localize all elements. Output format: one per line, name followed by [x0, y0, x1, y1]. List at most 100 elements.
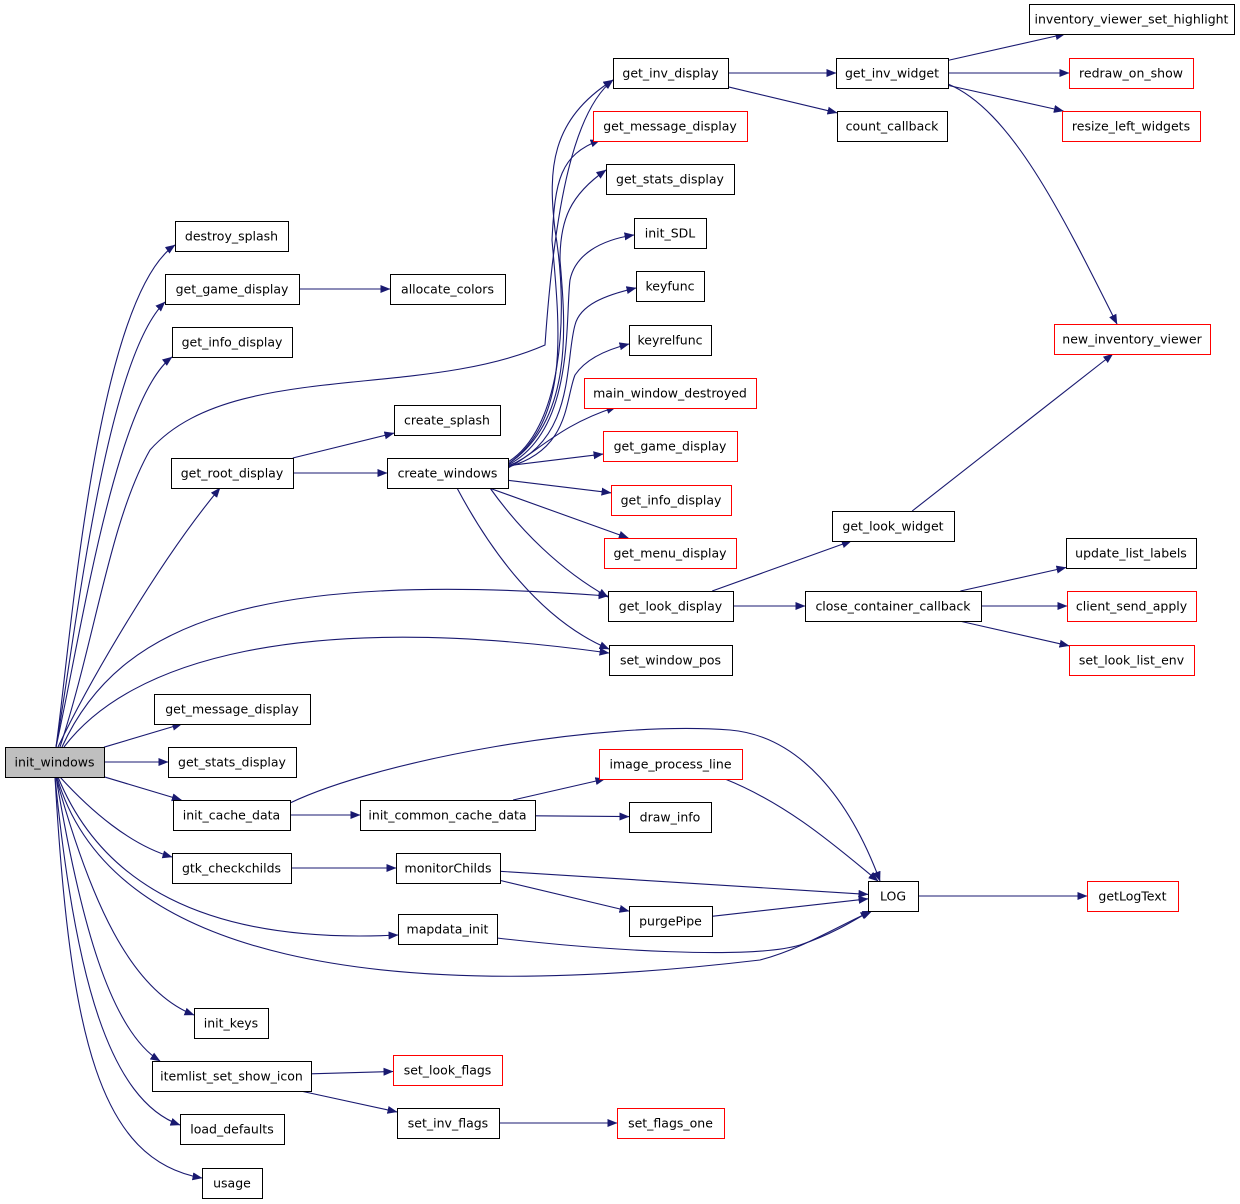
node-label: keyrelfunc	[637, 333, 702, 348]
node-get-stats-display-l[interactable]: get_stats_display	[168, 747, 297, 778]
node-resize-left-widgets[interactable]: resize_left_widgets	[1062, 111, 1201, 142]
node-label: resize_left_widgets	[1072, 119, 1190, 134]
node-label: destroy_splash	[185, 229, 278, 244]
node-get-game-display-l[interactable]: get_game_display	[165, 274, 300, 305]
node-box	[1062, 111, 1201, 142]
node-box	[180, 1114, 285, 1145]
node-image-process-line[interactable]: image_process_line	[599, 749, 743, 780]
node-set-inv-flags[interactable]: set_inv_flags	[397, 1108, 500, 1139]
node-gtk-checkchilds[interactable]: gtk_checkchilds	[172, 853, 292, 884]
edge-close-container-callback-to-set-look-list-env	[959, 620, 1070, 648]
node-box	[599, 749, 743, 780]
node-set-flags-one[interactable]: set_flags_one	[617, 1108, 725, 1139]
node-label: set_look_flags	[404, 1063, 492, 1078]
node-new-inventory-viewer[interactable]: new_inventory_viewer	[1054, 324, 1211, 355]
node-label: get_stats_display	[616, 172, 725, 187]
node-get-menu-display[interactable]: get_menu_display	[604, 538, 737, 569]
edge-init-cache-data-to-LOG	[289, 727, 881, 882]
node-label: update_list_labels	[1075, 546, 1187, 561]
node-monitorChilds[interactable]: monitorChilds	[396, 853, 501, 884]
node-label: get_info_display	[182, 335, 283, 350]
node-redraw-on-show[interactable]: redraw_on_show	[1069, 58, 1194, 89]
node-box	[629, 802, 712, 833]
node-set-window-pos[interactable]: set_window_pos	[609, 645, 733, 676]
node-label: get_root_display	[181, 466, 284, 481]
edge-init-windows-to-get-root-display	[57, 487, 221, 748]
node-init-windows[interactable]: init_windows	[5, 747, 105, 778]
edge-create-windows-to-get-look-display	[489, 487, 609, 598]
node-get-message-display-r[interactable]: get_message_display	[593, 111, 748, 142]
node-label: create_windows	[398, 466, 498, 481]
node-get-inv-widget[interactable]: get_inv_widget	[836, 58, 949, 89]
node-box	[387, 458, 509, 489]
node-keyfunc[interactable]: keyfunc	[636, 271, 705, 302]
node-purgePipe[interactable]: purgePipe	[629, 906, 713, 937]
edge-init-windows-to-get-info-display-l	[55, 356, 173, 748]
node-box	[636, 271, 705, 302]
node-box	[593, 111, 748, 142]
node-get-info-display-r[interactable]: get_info_display	[611, 485, 732, 516]
node-label: get_inv_display	[622, 66, 719, 81]
node-box	[603, 431, 738, 462]
node-LOG[interactable]: LOG	[868, 881, 919, 912]
node-get-message-display-l[interactable]: get_message_display	[154, 694, 311, 725]
node-itemlist-set-show-icon[interactable]: itemlist_set_show_icon	[152, 1061, 312, 1092]
edge-create-windows-to-main-window-destroyed	[507, 406, 617, 469]
node-get-game-display-r[interactable]: get_game_display	[603, 431, 738, 462]
node-get-inv-display[interactable]: get_inv_display	[613, 58, 729, 89]
edge-close-container-callback-to-update-list-labels	[960, 565, 1067, 592]
node-getLogText[interactable]: getLogText	[1087, 881, 1179, 912]
edge-create-windows-to-keyrelfunc	[507, 342, 630, 468]
node-get-root-display[interactable]: get_root_display	[171, 458, 294, 489]
node-box	[805, 591, 982, 622]
node-init-keys[interactable]: init_keys	[194, 1008, 269, 1039]
node-label: close_container_callback	[815, 599, 971, 614]
node-box	[1066, 538, 1197, 569]
node-box	[1087, 881, 1179, 912]
node-box	[608, 591, 734, 622]
node-create-splash[interactable]: create_splash	[394, 405, 501, 436]
node-init-cache-data[interactable]: init_cache_data	[173, 800, 291, 831]
node-mapdata-init[interactable]: mapdata_init	[398, 914, 498, 945]
node-update-list-labels[interactable]: update_list_labels	[1066, 538, 1197, 569]
edge-init-windows-to-init-cache-data	[103, 776, 182, 802]
node-box	[390, 274, 506, 305]
node-init-SDL[interactable]: init_SDL	[634, 218, 707, 249]
node-box	[868, 881, 919, 912]
node-label: get_inv_widget	[845, 66, 939, 81]
node-destroy-splash[interactable]: destroy_splash	[175, 221, 289, 252]
node-keyrelfunc[interactable]: keyrelfunc	[629, 325, 712, 356]
node-usage[interactable]: usage	[202, 1168, 263, 1199]
node-box	[173, 800, 291, 831]
edge-init-common-cache-data-to-draw-info	[534, 812, 630, 821]
node-label: gtk_checkchilds	[182, 861, 281, 876]
node-box	[194, 1008, 269, 1039]
node-close-container-callback[interactable]: close_container_callback	[805, 591, 982, 622]
node-init-common-cache-data[interactable]: init_common_cache_data	[360, 800, 536, 831]
node-client-send-apply[interactable]: client_send_apply	[1067, 591, 1197, 622]
node-get-info-display-l[interactable]: get_info_display	[172, 327, 293, 358]
node-draw-info[interactable]: draw_info	[629, 802, 712, 833]
edge-create-windows-to-get-game-display-r	[507, 451, 604, 467]
node-get-stats-display-r[interactable]: get_stats_display	[606, 164, 735, 195]
node-label: count_callback	[846, 119, 939, 134]
node-box	[629, 906, 713, 937]
node-count-callback[interactable]: count_callback	[837, 111, 948, 142]
node-box	[604, 538, 737, 569]
node-inventory-viewer-set-highlight[interactable]: inventory_viewer_set_highlight	[1029, 4, 1235, 35]
edge-itemlist-set-show-icon-to-set-inv-flags	[300, 1090, 398, 1114]
node-label: allocate_colors	[401, 282, 494, 297]
node-set-look-flags[interactable]: set_look_flags	[393, 1055, 503, 1086]
node-label: itemlist_set_show_icon	[160, 1069, 303, 1084]
node-set-look-list-env[interactable]: set_look_list_env	[1069, 645, 1195, 676]
node-create-windows[interactable]: create_windows	[387, 458, 509, 489]
node-box	[832, 511, 955, 542]
edge-init-windows-to-get-game-display-l	[55, 301, 166, 748]
node-main-window-destroyed[interactable]: main_window_destroyed	[584, 378, 757, 409]
node-load-defaults[interactable]: load_defaults	[180, 1114, 285, 1145]
edge-init-windows-to-init-keys	[55, 776, 195, 1016]
node-get-look-display[interactable]: get_look_display	[608, 591, 734, 622]
node-get-look-widget[interactable]: get_look_widget	[832, 511, 955, 542]
node-allocate-colors[interactable]: allocate_colors	[390, 274, 506, 305]
